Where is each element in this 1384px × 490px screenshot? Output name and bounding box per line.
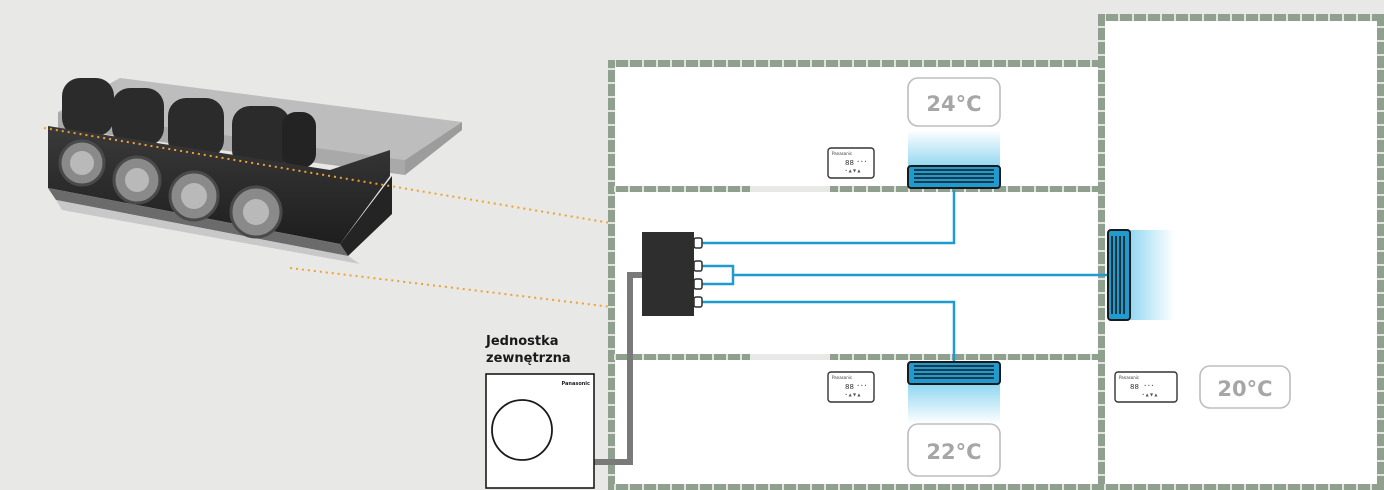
svg-text:22°C: 22°C: [926, 440, 981, 464]
grey-pipe: [594, 272, 646, 465]
svg-text:• • •: • • •: [1144, 383, 1154, 388]
outdoor-unit: Jednostka zewnętrzna Panasonic: [485, 334, 595, 489]
wall-controller-bottom: Panasonic 88 • • • • ▲ ▼ ▲: [827, 371, 875, 403]
svg-text:20°C: 20°C: [1217, 377, 1272, 401]
svg-text:• • •: • • •: [857, 383, 867, 388]
outdoor-unit-label-line2: zewnętrzna: [486, 351, 571, 366]
fan-circle-icon: [491, 399, 553, 461]
svg-text:88: 88: [1130, 383, 1139, 391]
indoor-unit-top: [907, 165, 1001, 189]
distribution-box: [642, 232, 703, 316]
wall-controller-top: Panasonic 88 • • • • ▲ ▼ ▲: [827, 147, 875, 179]
leader-lines: [43, 127, 695, 318]
svg-text:88: 88: [845, 159, 854, 167]
svg-text:Panasonic: Panasonic: [832, 151, 852, 156]
blue-pipes: [701, 190, 1110, 362]
svg-text:• ▲ ▼ ▲: • ▲ ▼ ▲: [845, 168, 861, 173]
outdoor-unit-brand: Panasonic: [562, 381, 591, 387]
svg-text:• • •: • • •: [857, 159, 867, 164]
airflow-top: [908, 130, 1000, 168]
room-middle: [615, 192, 1098, 354]
air-outlets: [58, 139, 283, 239]
airflow-right: [1128, 230, 1174, 320]
svg-text:Panasonic: Panasonic: [832, 375, 852, 380]
indoor-unit-right: [1107, 229, 1131, 321]
ducted-unit-photo: [48, 78, 462, 264]
indoor-unit-bottom: [907, 361, 1001, 385]
temperature-badge-right: 20°C: [1199, 365, 1291, 409]
svg-text:Panasonic: Panasonic: [1119, 375, 1139, 380]
fan-housings: [62, 78, 316, 168]
svg-text:• ▲ ▼ ▲: • ▲ ▼ ▲: [1142, 392, 1158, 397]
svg-text:• ▲ ▼ ▲: • ▲ ▼ ▲: [845, 392, 861, 397]
temperature-badge-bottom: 22°C: [907, 423, 1001, 477]
wall-controller-right: Panasonic 88 • • • • ▲ ▼ ▲: [1114, 371, 1178, 403]
svg-text:24°C: 24°C: [926, 92, 981, 116]
temperature-badge-top: 24°C: [907, 77, 1001, 127]
svg-text:88: 88: [845, 383, 854, 391]
airflow-bottom: [908, 384, 1000, 424]
outdoor-unit-label-line1: Jednostka: [485, 334, 559, 349]
